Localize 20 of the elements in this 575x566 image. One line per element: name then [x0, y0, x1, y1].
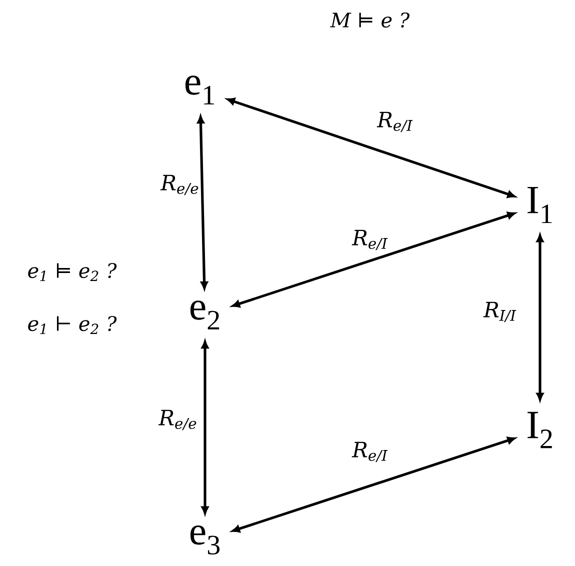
- node-label: I$_{2}$: [528, 412, 552, 448]
- edge-label: R$_{e/I}$: [352, 442, 388, 462]
- node-label: I$_{1}$: [528, 186, 552, 224]
- question-text: e$_{1}$ ⊢ e$_{2}$ ?: [28, 316, 117, 334]
- question-text: e$_{1}$ ⊨ e$_{2}$ ?: [28, 262, 117, 282]
- edge-label: R$_{e/I}$: [376, 112, 413, 132]
- node-label: e$_{3}$: [190, 525, 220, 555]
- double-arrow: [232, 436, 516, 532]
- question-text: M ⊨ e ?: [330, 12, 410, 28]
- node-label: e$_{2}$: [190, 300, 220, 330]
- edge-label: R$_{e/I}$: [352, 230, 388, 250]
- double-arrow: [232, 212, 516, 308]
- edge-label: R$_{e/e}$: [158, 410, 196, 430]
- double-arrow: [226, 98, 516, 198]
- double-arrow: [197, 116, 208, 290]
- double-arrow: [536, 234, 544, 401]
- double-arrow: [201, 340, 209, 514]
- node-label: e$_{1}$: [185, 76, 214, 104]
- edge-label: R$_{e/e}$: [160, 174, 198, 196]
- edge-label: R$_{I/I}$: [483, 302, 516, 322]
